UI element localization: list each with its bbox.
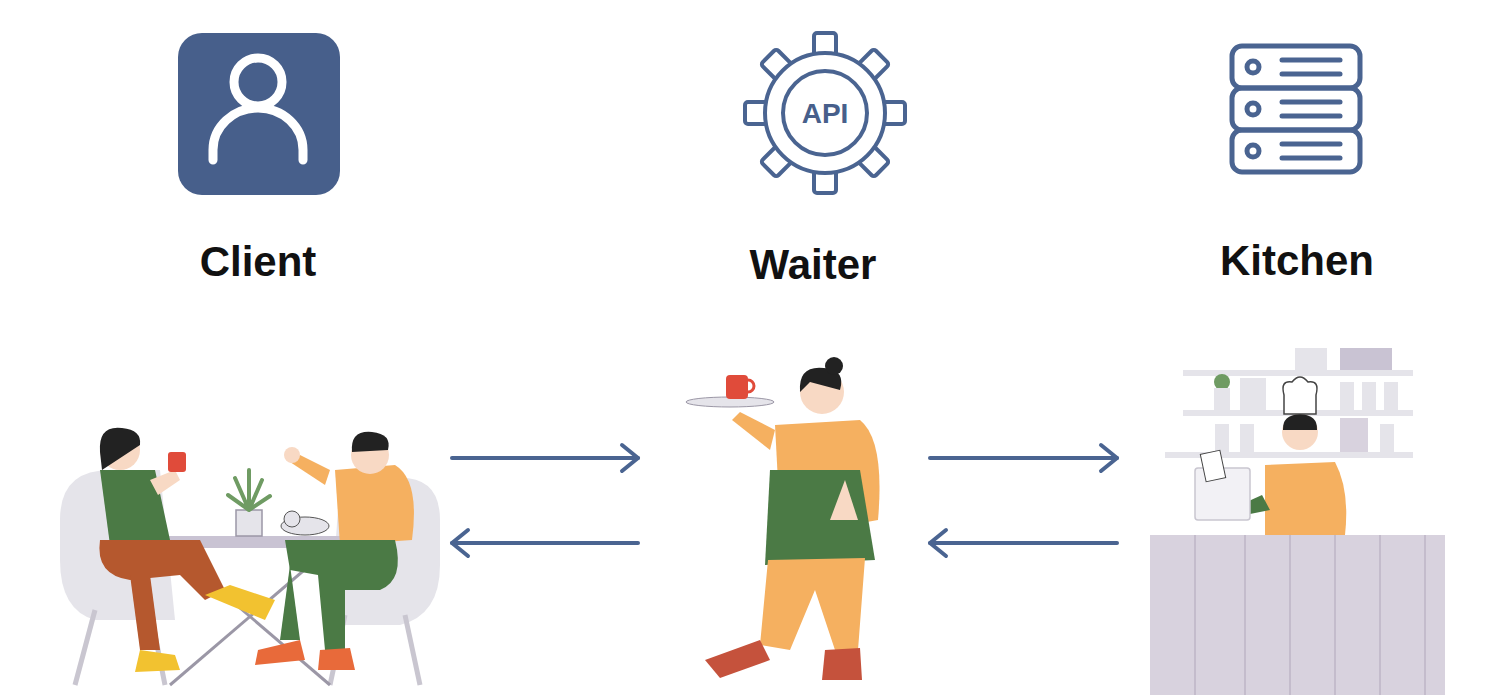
arrow-head: [930, 530, 946, 556]
arrow-line: [452, 541, 638, 545]
icon-label: API: [802, 99, 849, 130]
diagram-column: API Waiter: [638, 0, 930, 700]
diagram-column: Client: [40, 0, 452, 700]
flow-arrow: [930, 530, 1117, 556]
arrow-head: [1101, 445, 1117, 471]
waiter-figure: [686, 357, 880, 680]
node-label: Client: [200, 239, 317, 285]
client-icon: [178, 33, 340, 195]
arrow-head: [622, 445, 638, 471]
server-icon: [1232, 46, 1360, 172]
arrow-line: [930, 456, 1117, 460]
arrow-head: [452, 530, 468, 556]
arrow-line: [452, 456, 638, 460]
node-label: Kitchen: [1220, 238, 1374, 284]
diagram-column: Kitchen: [1117, 0, 1477, 700]
kitchen-scene: [1150, 348, 1445, 695]
arrow-line: [930, 541, 1117, 545]
flow-arrow: [930, 445, 1117, 471]
flow-arrow: [452, 445, 638, 471]
client-scene: [60, 428, 440, 685]
node-label: Waiter: [750, 242, 877, 288]
flow-arrow: [452, 530, 638, 556]
api-gear-icon: [745, 33, 905, 193]
